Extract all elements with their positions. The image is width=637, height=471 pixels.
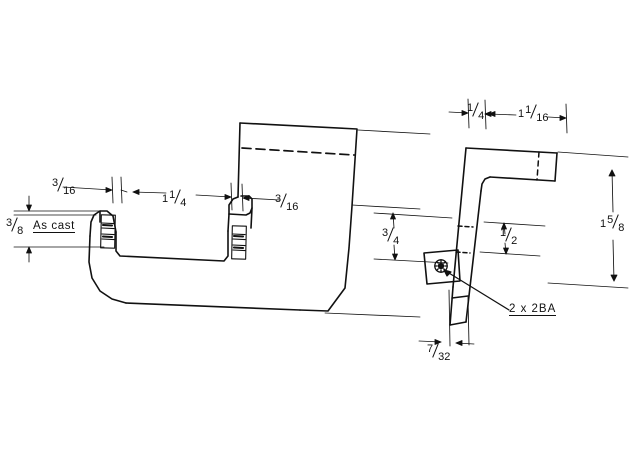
dim-top-center-1-1-4: 1 14 — [162, 188, 188, 209]
frac-denominator: 2 — [511, 234, 518, 247]
dim-arm-quarter: 14 — [467, 101, 486, 122]
thread-hatch-left — [101, 223, 114, 239]
dim-arm-length: 1 1 16 — [518, 103, 551, 124]
frac-numerator: 5 — [607, 213, 614, 226]
frac-numerator: 3 — [275, 192, 282, 205]
frac-denominator: 32 — [438, 350, 451, 363]
frac-numerator: 3 — [382, 226, 389, 239]
dim-top-left-3-16: 3 16 — [52, 176, 77, 197]
frac-whole: 1 — [518, 108, 525, 120]
threaded-hole-right — [231, 225, 247, 260]
frac-denominator: 4 — [393, 234, 400, 247]
frac-denominator: 8 — [17, 224, 24, 237]
frac-denominator: 4 — [478, 109, 485, 122]
handle-bracket-profile — [88, 122, 358, 312]
lever-arm-profile — [449, 147, 558, 326]
note-as-cast: As cast — [33, 220, 75, 233]
frac-numerator: 7 — [427, 342, 434, 355]
frac-denominator: 16 — [63, 184, 76, 197]
dim-foot-width: 7 32 — [427, 342, 452, 363]
column-foot-step — [451, 295, 469, 299]
frac-whole: 1 — [162, 193, 169, 205]
hidden-line-arm-end — [536, 151, 540, 181]
hidden-line-slab — [241, 147, 355, 156]
frac-numerator: 3 — [6, 216, 13, 229]
dim-left-thickness: 38 — [6, 216, 25, 237]
dimension-lines — [13, 98, 629, 347]
dim-top-right-3-16: 3 16 — [275, 192, 300, 213]
frac-numerator: 1 — [169, 188, 176, 201]
dim-vertical-overall: 1 58 — [600, 213, 626, 234]
frac-numerator: 1 — [525, 103, 532, 116]
frac-denominator: 4 — [180, 196, 187, 209]
dim-pad-height: 34 — [382, 226, 401, 247]
frac-denominator: 8 — [618, 221, 625, 234]
threaded-hole-left — [100, 214, 116, 249]
frac-denominator: 16 — [536, 111, 549, 124]
thread-hatch-right — [232, 234, 245, 250]
frac-denominator: 16 — [286, 200, 299, 213]
callout-fastener: 2 x 2BA — [509, 303, 557, 316]
frac-numerator: 3 — [52, 176, 59, 189]
mounting-pad — [423, 249, 461, 285]
dim-mid-half: 12 — [500, 226, 519, 247]
frac-numerator: 1 — [467, 101, 474, 114]
fastener-leader-line — [443, 269, 510, 311]
frac-whole: 1 — [600, 218, 607, 230]
frac-numerator: 1 — [500, 226, 507, 239]
